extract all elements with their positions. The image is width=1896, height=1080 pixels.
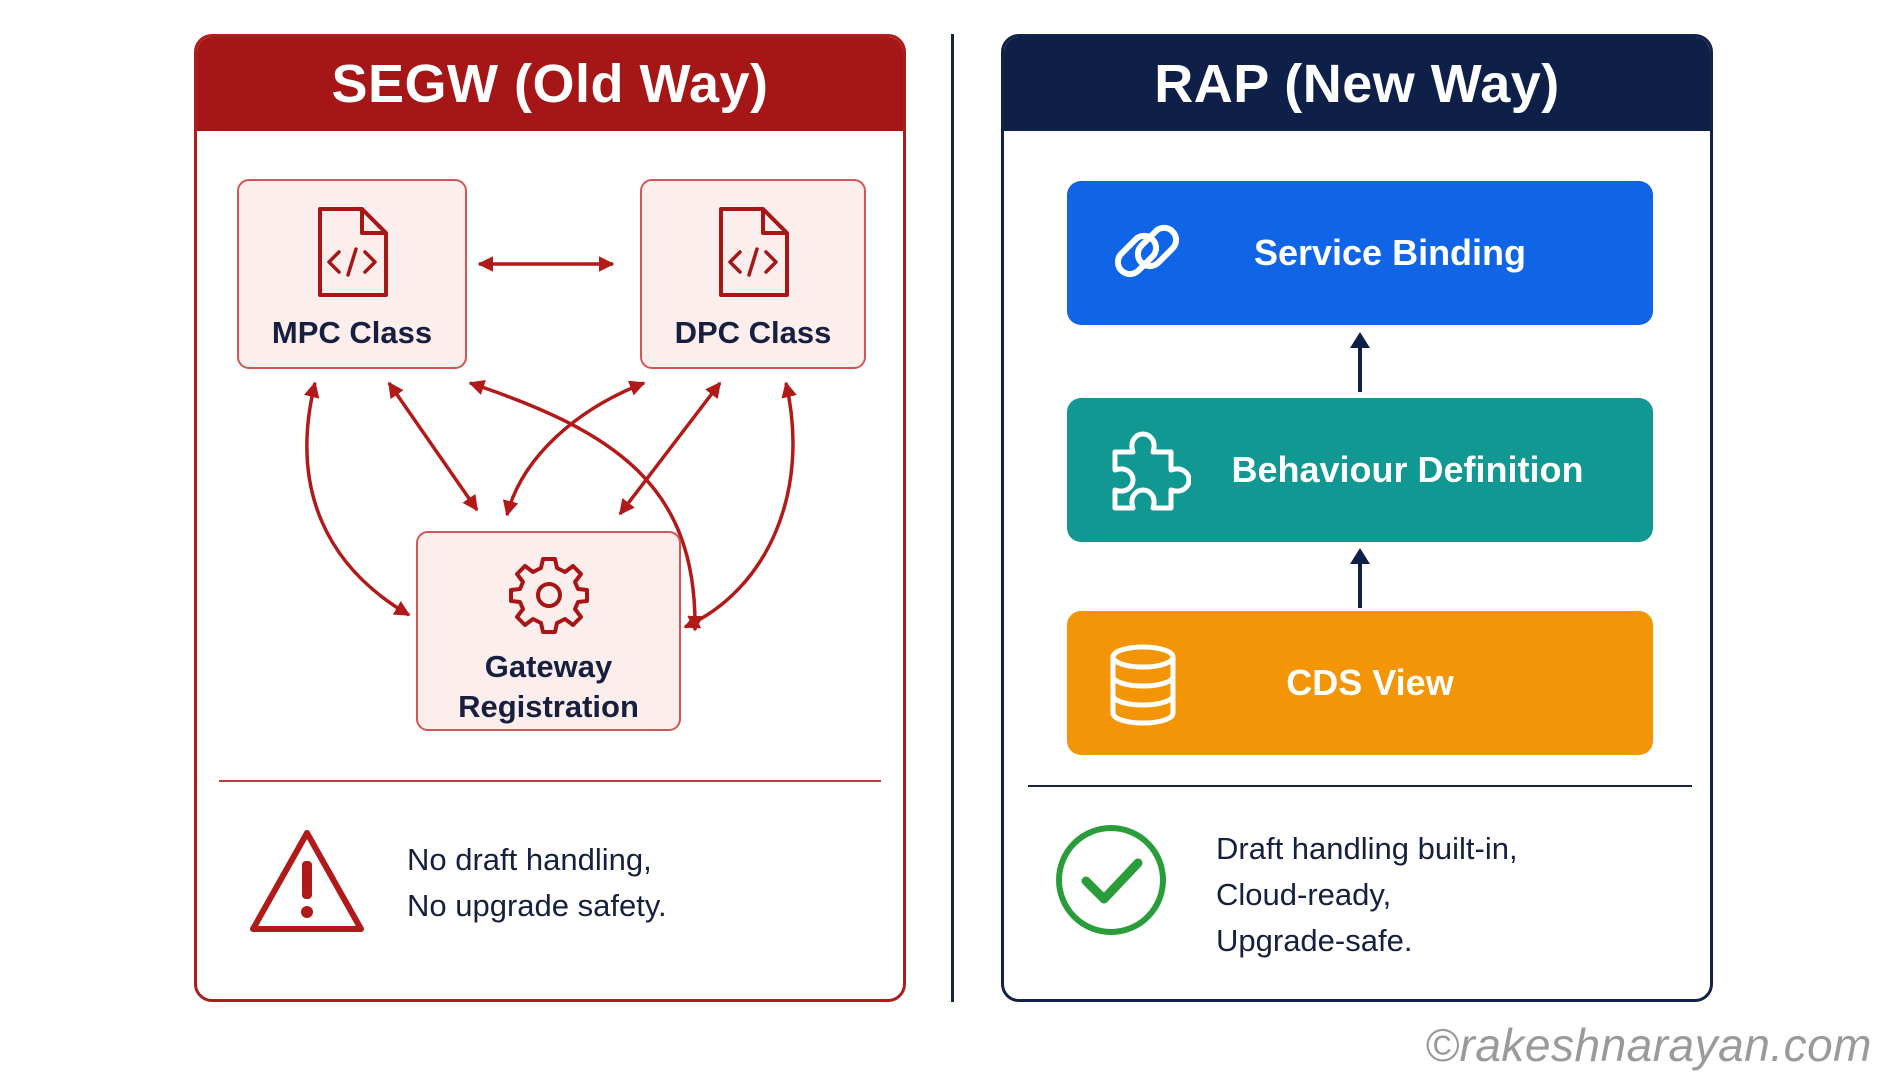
arrow-dpc-gateway-right-curve [683, 381, 797, 629]
puzzle-icon [1107, 430, 1192, 523]
gateway-registration-box: Gateway Registration [416, 531, 681, 731]
segw-panel: SEGW (Old Way) MPC Class [194, 34, 906, 1002]
segw-panel-title: SEGW (Old Way) [197, 37, 903, 131]
gateway-registration-label: Gateway Registration [458, 649, 639, 724]
arrow-mpc-gateway [387, 381, 479, 512]
database-icon [1107, 643, 1179, 736]
warning-icon [247, 827, 367, 940]
behaviour-definition-label: Behaviour Definition [1231, 449, 1584, 490]
check-circle-icon [1054, 823, 1168, 942]
arrow-mpc-gateway-curve [303, 381, 411, 617]
dependency-arrows [303, 256, 797, 632]
rap-benefits-note: Draft handling built-in, Cloud-ready, Up… [1216, 831, 1518, 958]
dpc-class-box: DPC Class [640, 179, 866, 369]
mpc-class-label: MPC Class [271, 315, 433, 350]
rap-panel: RAP (New Way) Service Binding Behaviour … [1001, 34, 1713, 1002]
service-binding-layer: Service Binding [1067, 181, 1653, 325]
link-icon [1107, 213, 1187, 302]
cds-view-label: CDS View [1286, 662, 1454, 703]
right-divider [1028, 785, 1692, 787]
left-divider [219, 780, 881, 782]
dpc-class-label: DPC Class [674, 315, 832, 350]
cds-view-layer: CDS View [1067, 611, 1653, 755]
service-binding-label: Service Binding [1253, 232, 1527, 273]
rap-panel-title: RAP (New Way) [1004, 37, 1710, 131]
arrow-up-icon [1350, 548, 1370, 608]
behaviour-definition-layer: Behaviour Definition [1067, 398, 1653, 542]
code-file-icon [312, 205, 392, 301]
center-divider [951, 34, 954, 1002]
arrow-dpc-gateway [618, 381, 722, 516]
code-file-icon [713, 205, 793, 301]
gear-icon [507, 553, 591, 637]
mpc-class-box: MPC Class [237, 179, 467, 369]
arrow-up-icon [1350, 332, 1370, 392]
segw-limitations-note: No draft handling, No upgrade safety. [407, 842, 667, 923]
watermark: ©rakeshnarayan.com [1425, 1019, 1872, 1071]
